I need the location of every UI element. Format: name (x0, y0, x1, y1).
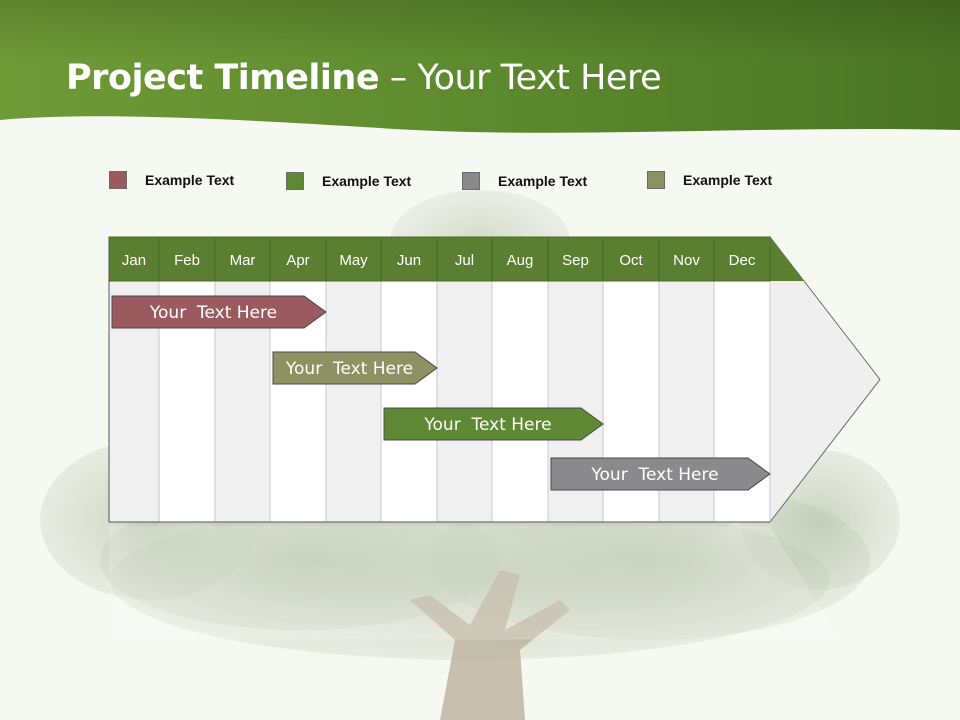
legend-swatch (286, 172, 304, 190)
task-label: Your Text Here (149, 303, 277, 323)
month-header-cell (380, 236, 438, 282)
timeline-reflection (109, 526, 840, 640)
month-label: Jan (122, 252, 146, 269)
task-bar (111, 295, 327, 329)
month-header-cell (491, 236, 549, 282)
month-label: Nov (673, 252, 700, 269)
month-label: Feb (174, 252, 200, 269)
month-header-cell (658, 236, 715, 282)
legend-item: Example Text (109, 171, 234, 189)
legend-label: Example Text (683, 172, 773, 188)
month-label: Mar (230, 252, 256, 269)
month-header-cell (547, 236, 604, 282)
legend-swatch (109, 171, 127, 189)
legend-swatch (462, 172, 480, 190)
legend-swatch (647, 171, 665, 189)
month-header-cell (713, 236, 771, 282)
month-label: Sep (562, 252, 589, 269)
title-bold: Project Timeline (66, 58, 380, 98)
month-header-cell (602, 236, 660, 282)
title-rest: – Your Text Here (379, 58, 662, 98)
month-label: Jul (455, 252, 474, 269)
task-bar (383, 407, 604, 441)
month-label: Oct (619, 252, 643, 269)
task-bar (550, 457, 771, 491)
page-title: Project Timeline – Your Text Here (66, 58, 662, 98)
month-header-cell (269, 236, 327, 282)
month-column (436, 280, 493, 523)
legend-label: Example Text (498, 173, 588, 189)
month-column (380, 280, 438, 523)
legend-item: Example Text (462, 172, 587, 190)
task-label: Your Text Here (590, 465, 718, 485)
task-label: Your Text Here (423, 415, 551, 435)
legend-label: Example Text (145, 172, 235, 188)
month-label: Aug (507, 252, 534, 269)
month-label: Dec (729, 252, 756, 269)
timeline-arrow-header (770, 237, 804, 281)
month-label: May (339, 252, 368, 269)
task-bar (272, 351, 438, 385)
month-label: Apr (286, 252, 309, 269)
month-label: Jun (397, 252, 421, 269)
legend-item: Example Text (647, 171, 772, 189)
month-header-cell (214, 236, 271, 282)
month-column (491, 280, 549, 523)
legend-label: Example Text (322, 173, 412, 189)
month-column (325, 280, 382, 523)
task-label: Your Text Here (285, 359, 413, 379)
month-header-cell (325, 236, 382, 282)
month-header-cell (436, 236, 493, 282)
legend-item: Example Text (286, 172, 411, 190)
